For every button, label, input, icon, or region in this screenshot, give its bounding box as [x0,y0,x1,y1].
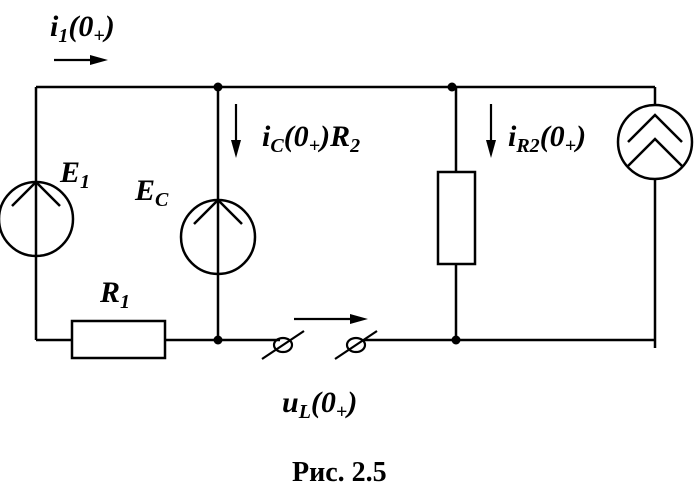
label-e1: E1 [59,156,90,193]
label-ec: EC [134,174,169,211]
figure-caption: Рис. 2.5 [292,457,387,488]
label-i1: i1(0+) [50,10,115,47]
arrow-ic [231,104,241,158]
voltage-source-e1 [0,180,75,258]
node-top-right [447,82,457,92]
resistor-r1 [70,319,167,360]
voltage-source-ec [179,198,257,276]
current-source [616,103,694,181]
node-bottom-right [451,335,461,345]
arrow-i1 [54,55,108,65]
arrow-ir2 [486,104,496,158]
label-r1: R1 [99,276,130,313]
node-top-left [213,82,223,92]
label-ul: uL(0+) [282,386,357,423]
label-ir2: iR2(0+) [508,120,586,157]
open-terminals [261,330,378,360]
label-ic-r2: iC(0+)R2 [262,120,360,157]
arrow-ul [294,314,368,324]
resistor-r2 [436,170,477,266]
node-bottom-left [213,335,223,345]
